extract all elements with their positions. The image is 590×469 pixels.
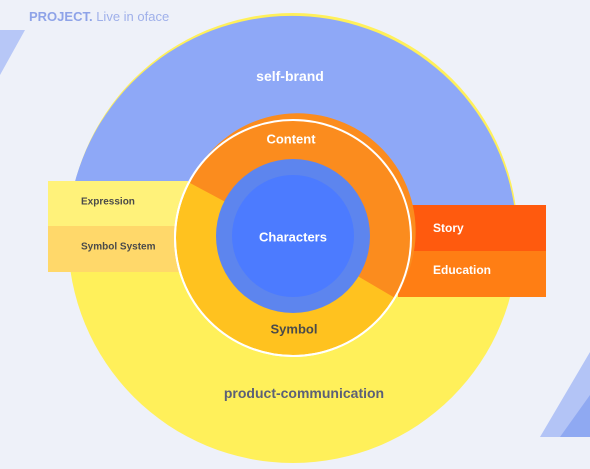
characters-label: Characters	[259, 229, 327, 245]
decorative-stripe-bottom-right-2	[560, 395, 590, 437]
project-header: PROJECT. Live in oface	[29, 9, 169, 24]
expression-label: Expression	[81, 196, 135, 208]
project-brand: PROJECT.	[29, 9, 93, 24]
education-box	[398, 251, 546, 297]
education-label: Education	[433, 263, 492, 277]
symbol-system-label: Symbol System	[81, 241, 156, 253]
expression-box	[48, 181, 188, 226]
story-label: Story	[433, 221, 464, 235]
decorative-stripe-top-left	[0, 30, 25, 75]
content-label: Content	[266, 131, 316, 147]
symbol-label: Symbol	[270, 321, 318, 337]
characters-core	[232, 175, 354, 297]
story-box	[398, 205, 546, 251]
ring-border	[174, 119, 412, 357]
project-tagline: Live in oface	[96, 9, 170, 24]
self-brand-label: self-brand	[256, 68, 324, 84]
product-communication-label: product-communication	[223, 385, 385, 401]
symbol-system-box	[48, 226, 188, 272]
